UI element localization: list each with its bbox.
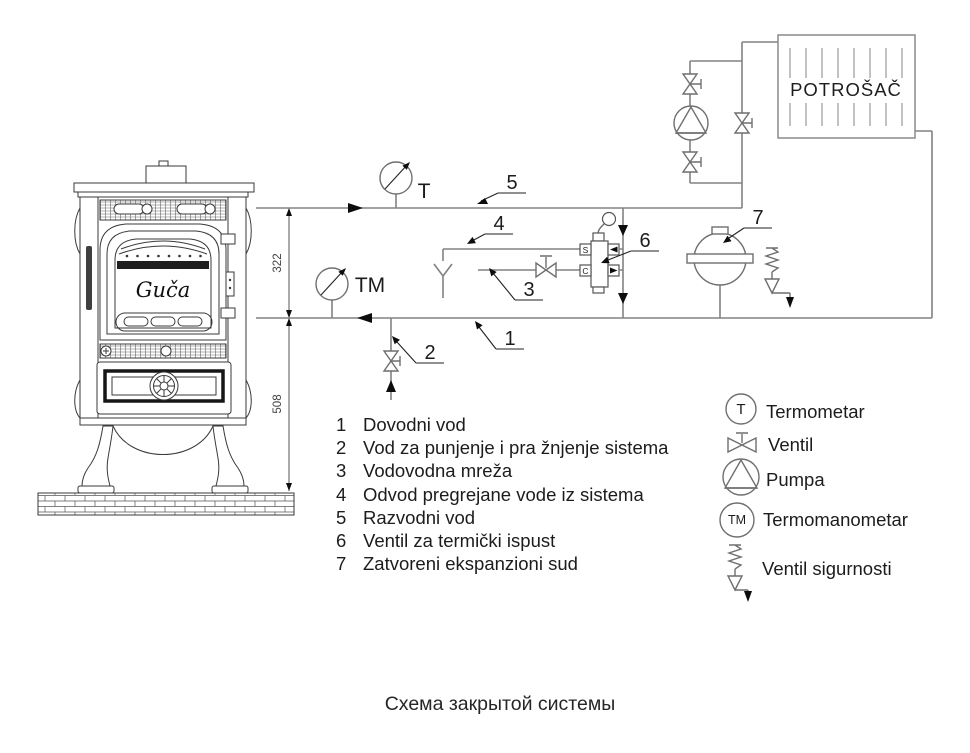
- thermal-discharge-valve: [579, 211, 623, 294]
- pump-icon: [673, 105, 709, 141]
- bypass-valve-bottom: [681, 151, 699, 164]
- stove-brand-logo: Guča: [136, 278, 191, 302]
- consumer-box: [777, 34, 916, 139]
- symbol-legend-icons: [719, 393, 760, 602]
- radiator-fins: [789, 48, 903, 126]
- chimney-tick: [158, 160, 169, 167]
- pipe-label-3: 3: [523, 279, 534, 301]
- symbol-label-ventil: Ventil: [768, 434, 814, 455]
- port-c-label: C: [582, 266, 588, 276]
- thermomanometer-gauge: [315, 267, 349, 301]
- chimney-collar: [145, 165, 187, 184]
- pipe-label-5: 5: [506, 172, 517, 194]
- pipe-label-2: 2: [424, 342, 435, 364]
- symbol-label-ventil-sigurnosti: Ventil sigurnosti: [762, 558, 892, 579]
- door-glass: [114, 238, 212, 329]
- safety-valve-icon: [726, 544, 752, 602]
- bypass-valve-top: [681, 73, 699, 86]
- symbol-label-termometar: Termometar: [766, 401, 865, 422]
- thermomanometer-label: TM: [355, 274, 385, 297]
- flow-arrows: [348, 203, 628, 323]
- stove-top-plate: [73, 182, 255, 193]
- diagram-caption: Схема закрытой системы: [384, 693, 616, 715]
- safety-valve: [763, 247, 794, 308]
- expansion-vessel: [686, 226, 754, 286]
- overflow-pipe: [442, 248, 580, 261]
- pump-icon-legend: [722, 458, 760, 496]
- pipe-label-7: 7: [752, 207, 763, 229]
- pipe-label-6: 6: [639, 230, 650, 252]
- port-s: [579, 243, 592, 256]
- dim-lower-label: 508: [272, 394, 284, 413]
- riser-valve: [733, 112, 751, 125]
- mains-valve: [535, 255, 557, 279]
- pump-group: [673, 73, 753, 173]
- door-dark-band: [117, 261, 209, 269]
- port-s-label: S: [583, 245, 589, 255]
- pipe-label-4: 4: [493, 213, 504, 235]
- fill-valve: [382, 350, 401, 392]
- thermomanometer-icon-letters: TM: [728, 513, 746, 527]
- dimension-lines: [256, 208, 295, 491]
- drain-funnel: [433, 263, 453, 298]
- port-c: [579, 264, 592, 277]
- door-dots: [125, 254, 202, 258]
- damper-wheel: [149, 371, 179, 401]
- thermomanometer-icon: [719, 502, 755, 538]
- piping: [256, 41, 933, 400]
- thermometer-gauge: [379, 161, 413, 195]
- hinge-top: [220, 233, 236, 245]
- thermometer-icon-letter: T: [736, 401, 745, 418]
- symbol-label-pumpa: Pumpa: [766, 469, 825, 490]
- thermometer-label: T: [418, 180, 431, 203]
- thermometer-icon: [725, 393, 757, 425]
- consumer-label: POTROŠAČ: [790, 79, 902, 100]
- door-handle: [86, 246, 92, 310]
- stove-legs: [77, 425, 249, 494]
- hinge-bottom: [220, 307, 236, 319]
- pipe-label-1: 1: [504, 328, 515, 350]
- brick-platform: [37, 492, 295, 516]
- sensor-bulb: [601, 211, 617, 227]
- pipe-label-leaders: [392, 192, 772, 364]
- symbol-label-termomanometar: Termomanometar: [763, 509, 908, 530]
- door-latch: [225, 271, 235, 297]
- dim-upper-label: 322: [272, 253, 284, 272]
- valve-icon: [727, 432, 757, 454]
- stove-drawing: [37, 160, 295, 516]
